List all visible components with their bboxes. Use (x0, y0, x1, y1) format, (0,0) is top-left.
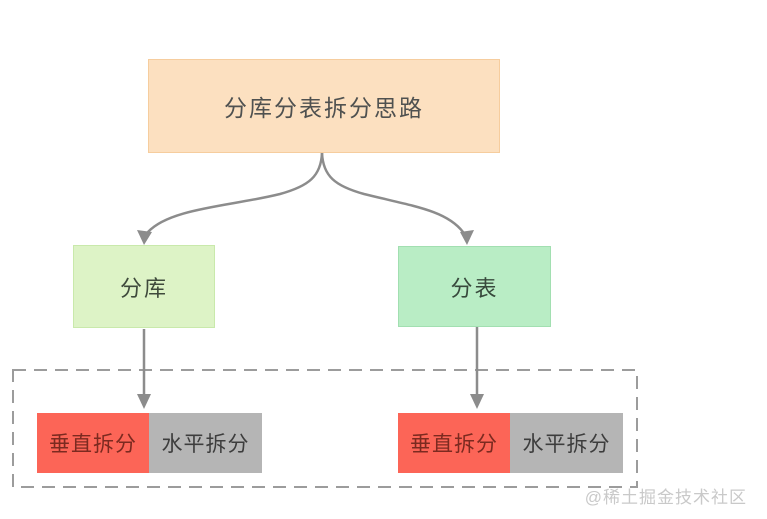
dashed-group-boundary (12, 369, 638, 488)
cell-horizontal-split: 水平拆分 (510, 413, 623, 473)
cell-vertical-split-label: 垂直拆分 (410, 433, 498, 456)
split-pair-database: 垂直拆分 水平拆分 (37, 413, 262, 473)
cell-vertical-split-label: 垂直拆分 (49, 433, 137, 456)
watermark: @稀土掘金技术社区 (584, 488, 747, 507)
cell-horizontal-split-label: 水平拆分 (522, 433, 611, 456)
node-sharding-database: 分库 (73, 245, 215, 328)
split-pair-table: 垂直拆分 水平拆分 (398, 413, 623, 473)
cell-vertical-split: 垂直拆分 (398, 413, 510, 473)
node-sharding-database-label: 分库 (119, 275, 168, 301)
cell-horizontal-split-label: 水平拆分 (161, 433, 250, 456)
arrowhead-db-split (137, 394, 151, 409)
arrowhead-table (460, 230, 474, 245)
cell-horizontal-split: 水平拆分 (149, 413, 262, 473)
node-root-label: 分库分表拆分思路 (224, 95, 424, 121)
cell-vertical-split: 垂直拆分 (37, 413, 149, 473)
node-sharding-table: 分表 (398, 246, 551, 327)
node-root: 分库分表拆分思路 (148, 59, 500, 153)
node-sharding-table-label: 分表 (450, 275, 499, 301)
arrowhead-table-split (470, 394, 484, 409)
connector-root-to-table (320, 151, 465, 234)
arrowhead-db (137, 230, 152, 245)
connector-root-to-db (146, 151, 324, 234)
